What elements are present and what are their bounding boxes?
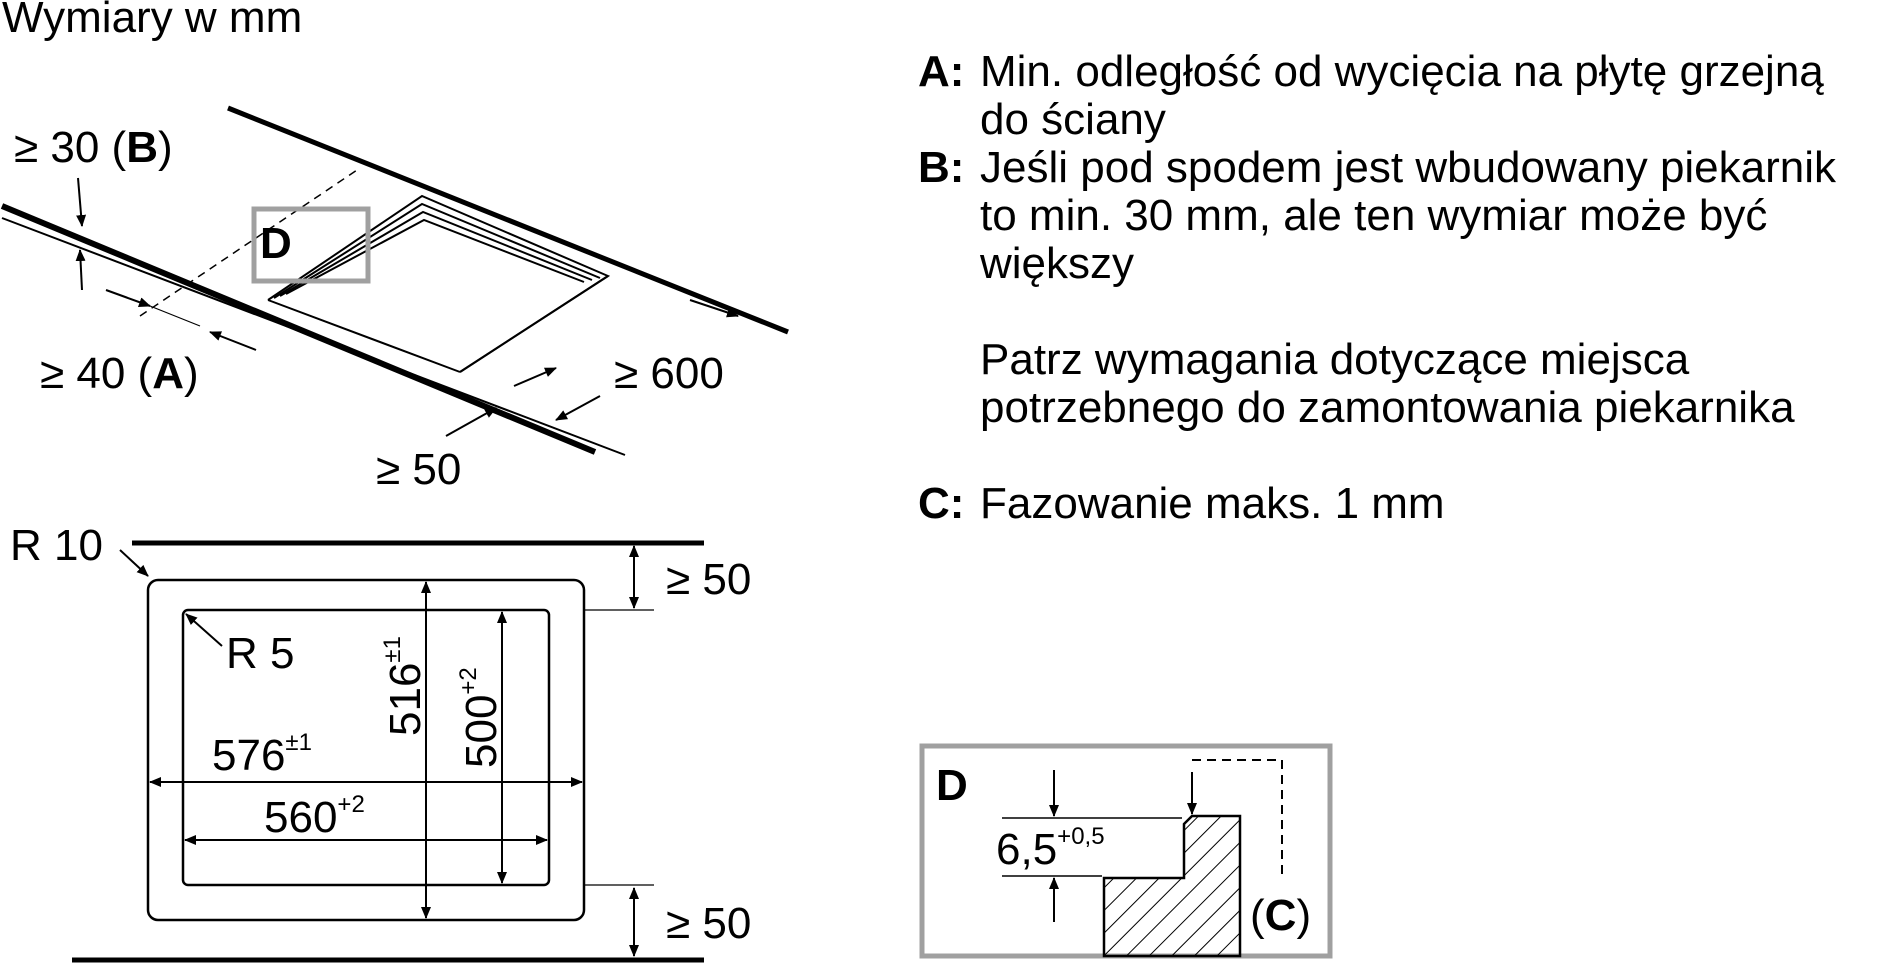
- legend-item-a: A: Min. odległość od wycięcia na płytę g…: [918, 48, 1878, 144]
- dim-b-arrow-top: [76, 177, 87, 227]
- legend-note-line2: potrzebnego do zamontowania piekarnika: [980, 383, 1795, 432]
- detail-d-callout-label: D: [260, 219, 292, 268]
- detail-dim-label: 6,5+0,5: [996, 823, 1105, 874]
- legend-note-line1: Patrz wymagania dotyczące miejsca: [980, 335, 1690, 384]
- hob-cutout: [267, 194, 611, 373]
- dim-a-label: ≥ 40 (A): [40, 349, 199, 398]
- isometric-worktop-view: D ≥ 30 (B) ≥ 40 (A) ≥ 600 ≥ 50: [0, 105, 789, 494]
- legend: A: Min. odległość od wycięcia na płytę g…: [918, 48, 1878, 528]
- width-outer-label: 576±1: [212, 729, 312, 780]
- top-gap-label: ≥ 50: [666, 555, 751, 604]
- detail-d-view: D 6,5+0,5 (C): [919, 743, 1333, 959]
- dim-50-label: ≥ 50: [376, 445, 461, 494]
- legend-b-line1: Jeśli pod spodem jest wbudowany piekarni…: [980, 143, 1837, 192]
- legend-item-b: B: Jeśli pod spodem jest wbudowany pieka…: [918, 144, 1878, 432]
- dim-a-arrow-right: [209, 331, 257, 351]
- chamfer-label: (C): [1250, 891, 1311, 940]
- legend-key-a: A:: [918, 47, 965, 96]
- bottom-gap-label: ≥ 50: [666, 899, 751, 948]
- page-title: Wymiary w mm: [2, 0, 302, 42]
- r5-label: R 5: [226, 629, 294, 678]
- legend-key-b: B:: [918, 143, 965, 192]
- legend-c-line1: Fazowanie maks. 1 mm: [980, 479, 1445, 528]
- worktop-front-edge-thin: [1, 217, 626, 456]
- outer-rounded-rect: [146, 578, 586, 922]
- legend-a-line1: Min. odległość od wycięcia na płytę grze…: [980, 47, 1824, 96]
- dashed-reference: [139, 167, 361, 317]
- detail-d-callout: [251, 206, 371, 284]
- dim-600-label: ≥ 600: [614, 349, 724, 398]
- detail-d-label: D: [936, 761, 968, 810]
- dim-a-arrow-left: [105, 289, 151, 307]
- legend-b-line2: to min. 30 mm, ale ten wymiar może być: [980, 191, 1768, 240]
- inner-cutout-rect: [181, 608, 551, 887]
- worktop-section-hatched: [1102, 814, 1242, 958]
- dim-50-arrow: [445, 407, 497, 437]
- legend-item-c: C: Fazowanie maks. 1 mm: [918, 480, 1878, 528]
- dim-600-arrow-top: [689, 299, 739, 318]
- hob-outline-dashed: [1192, 759, 1283, 880]
- dim-b-label: ≥ 30 (B): [14, 123, 173, 172]
- width-inner-label: 560+2: [264, 791, 365, 842]
- dim-600-arrow-bottom: [555, 395, 601, 421]
- dim-b-arrow-bottom: [75, 249, 86, 291]
- legend-key-c: C:: [918, 479, 965, 528]
- r10-label: R 10: [10, 521, 103, 570]
- wall-edge: [227, 105, 789, 335]
- cutout-plan-view: R 10 R 5 ≥ 50 ≥ 50 576±1 560+2 516±1: [10, 521, 751, 963]
- depth-outer-label: 516±1: [379, 636, 430, 736]
- legend-b-line3: większy: [980, 239, 1135, 288]
- legend-a-line2: do ściany: [980, 95, 1166, 144]
- worktop-front-edge: [0, 203, 597, 455]
- depth-inner-label: 500+2: [455, 667, 506, 768]
